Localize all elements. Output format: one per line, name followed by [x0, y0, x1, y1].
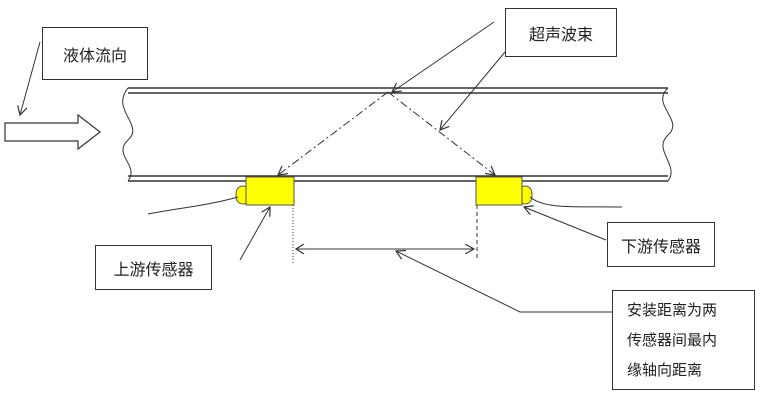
downstream-sensor: [475, 176, 623, 208]
upstream-sensor: [147, 176, 295, 215]
distance-dimension: [292, 205, 478, 263]
upstream-sensor-label: 上游传感器: [95, 245, 212, 290]
flow-direction-label: 液体流向: [42, 27, 148, 80]
beam-callout-lines: [392, 21, 506, 130]
ultrasonic-beam-label: 超声波束: [505, 8, 617, 57]
downstream-sensor-label: 下游传感器: [607, 222, 715, 267]
install-distance-note: 安装距离为两 传感器间最内 缘轴向距离: [612, 290, 755, 390]
note-line: 安装距离为两: [627, 301, 718, 319]
note-line: 缘轴向距离: [627, 361, 703, 379]
pipe: [122, 87, 674, 182]
flow-arrow: [4, 41, 101, 151]
ultrasonic-beam-path: [278, 91, 495, 175]
sensor-callout-lines: [239, 207, 612, 313]
note-line: 传感器间最内: [627, 331, 718, 349]
